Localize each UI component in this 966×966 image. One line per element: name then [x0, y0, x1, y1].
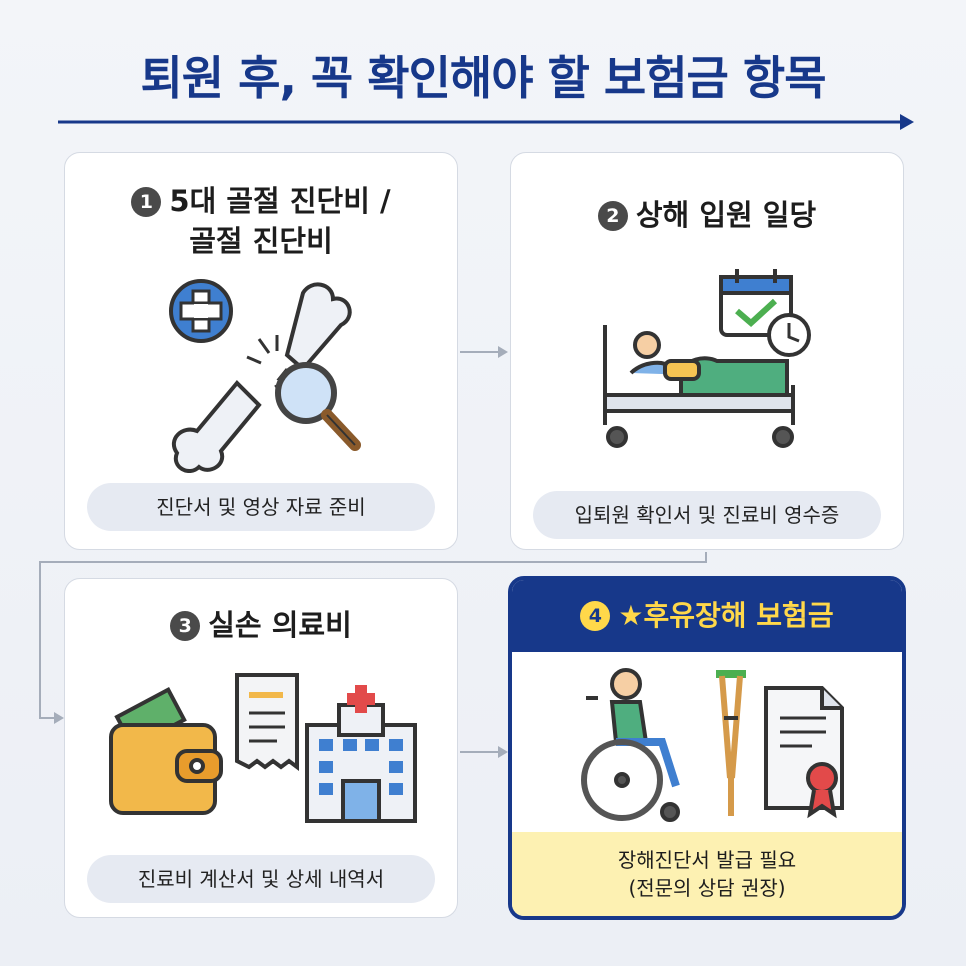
card-footer: 입퇴원 확인서 및 진료비 영수증 — [533, 491, 881, 539]
medical-cross-icon — [169, 279, 233, 343]
calendar-check-icon — [719, 269, 793, 337]
wheelchair-icon — [581, 668, 680, 822]
clock-icon — [767, 313, 811, 357]
page-title: 퇴원 후, 꼭 확인해야 할 보험금 항목 — [140, 51, 826, 105]
number-badge: 2 — [597, 201, 628, 231]
medical-expense-illustration — [109, 673, 417, 823]
disability-illustration — [581, 668, 844, 822]
receipt-icon — [235, 673, 299, 771]
card-title: ★후유장해 보험금 — [618, 599, 834, 632]
hospital-bed-illustration — [603, 269, 811, 448]
magnifier-icon — [275, 362, 361, 451]
note-line2: (전문의 상담 권장) — [628, 876, 786, 900]
crack-lines-icon — [246, 335, 279, 365]
number-badge: 4 — [580, 601, 611, 631]
fracture-illustration — [169, 279, 361, 473]
certificate-icon — [764, 686, 844, 819]
card-note: 장해진단서 발급 필요 (전문의 상담 권장) — [512, 832, 902, 916]
card-banner: 4★후유장해 보험금 — [512, 580, 902, 652]
hospital-bed-icon — [603, 325, 795, 448]
number-badge: 3 — [170, 611, 201, 641]
card-title-line2: 골절 진단비 — [189, 224, 333, 258]
card-footer: 진단서 및 영상 자료 준비 — [87, 483, 435, 531]
title-arrow — [58, 114, 914, 130]
wallet-icon — [109, 687, 223, 815]
crutch-icon — [716, 670, 746, 816]
note-line1: 장해진단서 발급 필요 — [617, 848, 797, 872]
card-footer: 진료비 계산서 및 상세 내역서 — [87, 855, 435, 903]
card-permanent-disability: 4★후유장해 보험금 장해진단서 발급 필 — [508, 576, 906, 920]
hospital-icon — [305, 685, 417, 823]
number-badge: 1 — [131, 187, 162, 217]
